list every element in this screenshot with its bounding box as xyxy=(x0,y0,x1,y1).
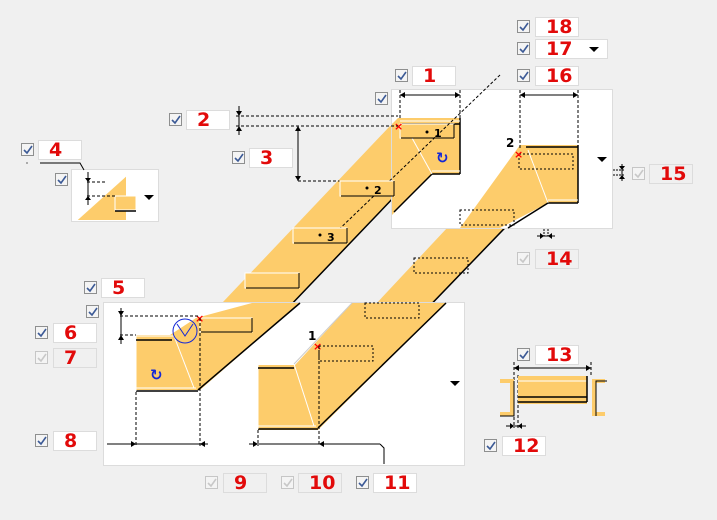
field-18-label: 18 xyxy=(546,16,573,38)
checkbox-1[interactable] xyxy=(395,69,408,82)
field-13[interactable]: 13 xyxy=(535,345,579,365)
field-3-label: 3 xyxy=(260,147,274,169)
check-icon xyxy=(37,436,47,446)
check-icon xyxy=(519,350,529,360)
field-16[interactable]: 16 xyxy=(535,66,579,86)
field-8-label: 8 xyxy=(64,430,78,452)
check-icon xyxy=(86,283,96,293)
field-1[interactable]: 1 xyxy=(412,66,456,86)
field-9-label: 9 xyxy=(234,472,248,494)
checkbox-11[interactable] xyxy=(356,476,369,489)
check-icon xyxy=(519,44,529,54)
field-18[interactable]: 18 xyxy=(535,17,579,37)
svg-text:×: × xyxy=(313,340,322,353)
checkbox-4[interactable] xyxy=(21,143,34,156)
small-panel-checkbox[interactable] xyxy=(55,173,68,186)
bottom-panel-dropdown-arrow[interactable] xyxy=(450,381,460,386)
checkbox-2[interactable] xyxy=(169,113,182,126)
field-10[interactable]: 10 xyxy=(298,473,342,493)
check-icon xyxy=(519,254,529,264)
field-11-label: 11 xyxy=(384,472,411,494)
checkbox-10[interactable] xyxy=(281,476,294,489)
chevron-down-icon xyxy=(589,47,599,52)
check-icon xyxy=(57,175,67,185)
checkbox-13[interactable] xyxy=(517,348,530,361)
field-14[interactable]: 14 xyxy=(535,249,579,269)
check-icon xyxy=(634,169,644,179)
field-12-label: 12 xyxy=(513,435,540,457)
field-6[interactable]: 6 xyxy=(53,323,97,343)
field-2-label: 2 xyxy=(197,109,211,131)
check-icon xyxy=(207,478,217,488)
check-icon xyxy=(283,478,293,488)
field-13-label: 13 xyxy=(546,344,573,366)
checkbox-12[interactable] xyxy=(484,439,497,452)
checkbox-17[interactable] xyxy=(517,42,530,55)
field-17-select[interactable]: 17 xyxy=(535,39,608,59)
field-7-label: 7 xyxy=(64,347,78,369)
check-icon xyxy=(519,71,529,81)
checkbox-8[interactable] xyxy=(35,434,48,447)
check-icon xyxy=(519,22,529,32)
checkbox-6[interactable] xyxy=(35,326,48,339)
field-15-label: 15 xyxy=(660,163,687,185)
checkbox-16[interactable] xyxy=(517,69,530,82)
svg-text:×: × xyxy=(514,148,523,161)
field-1-label: 1 xyxy=(423,65,437,87)
field-14-label: 14 xyxy=(546,248,573,270)
checkbox-7[interactable] xyxy=(35,351,48,364)
checkbox-18[interactable] xyxy=(517,20,530,33)
field-15[interactable]: 15 xyxy=(649,164,693,184)
field-4-label: 4 xyxy=(49,139,63,161)
svg-text:↻: ↻ xyxy=(436,149,449,167)
check-icon xyxy=(171,115,181,125)
field-9[interactable]: 9 xyxy=(223,473,267,493)
field-7[interactable]: 7 xyxy=(53,348,97,368)
field-4[interactable]: 4 xyxy=(38,140,82,160)
field-5-label: 5 xyxy=(112,277,126,299)
checkbox-9[interactable] xyxy=(205,476,218,489)
checkbox-5[interactable] xyxy=(84,281,97,294)
svg-text:1: 1 xyxy=(308,329,316,343)
svg-text:3: 3 xyxy=(327,231,335,244)
checkbox-14[interactable] xyxy=(517,252,530,265)
svg-text:2: 2 xyxy=(506,136,514,150)
check-icon xyxy=(23,145,33,155)
svg-text:×: × xyxy=(394,120,403,133)
top-panel-dropdown-arrow[interactable] xyxy=(597,157,607,162)
field-10-label: 10 xyxy=(309,472,336,494)
small-panel-dropdown-arrow[interactable] xyxy=(144,195,154,200)
field-16-label: 16 xyxy=(546,65,573,87)
field-17-label: 17 xyxy=(546,38,573,60)
check-icon xyxy=(397,71,407,81)
check-icon xyxy=(358,478,368,488)
check-icon xyxy=(37,353,47,363)
field-12[interactable]: 12 xyxy=(502,436,546,456)
field-11[interactable]: 11 xyxy=(373,473,417,493)
check-icon xyxy=(234,153,244,163)
field-3[interactable]: 3 xyxy=(249,148,293,168)
checkbox-3[interactable] xyxy=(232,151,245,164)
field-8[interactable]: 8 xyxy=(53,431,97,451)
check-icon xyxy=(88,307,98,317)
field-6-label: 6 xyxy=(64,322,78,344)
check-icon xyxy=(377,94,387,104)
check-icon xyxy=(37,328,47,338)
field-5[interactable]: 5 xyxy=(101,278,145,298)
bottom-panel-checkbox[interactable] xyxy=(86,305,99,318)
svg-text:2: 2 xyxy=(374,184,382,197)
top-panel-checkbox[interactable] xyxy=(375,92,388,105)
svg-text:1: 1 xyxy=(434,127,442,140)
field-2[interactable]: 2 xyxy=(186,110,230,130)
svg-text:↻: ↻ xyxy=(150,366,163,384)
check-icon xyxy=(486,441,496,451)
checkbox-15[interactable] xyxy=(632,167,645,180)
